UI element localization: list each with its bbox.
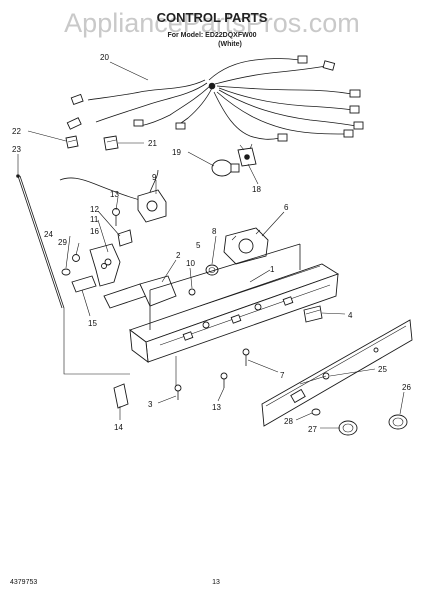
- callout-27: 27: [308, 425, 317, 434]
- callout-13-upper: 13: [110, 190, 119, 199]
- callout-5: 5: [196, 241, 201, 250]
- callout-14: 14: [114, 423, 123, 432]
- callout-7: 7: [280, 371, 285, 380]
- wire-harness-part: [66, 55, 364, 142]
- callout-3: 3: [148, 400, 153, 409]
- screw-part-13-upper: [112, 208, 120, 226]
- screw-part-3: [174, 384, 182, 400]
- callout-24: 24: [44, 230, 53, 239]
- screw-part-7: [242, 348, 250, 366]
- bracket-part-12: [117, 229, 133, 247]
- callout-12: 12: [90, 205, 99, 214]
- callout-15: 15: [88, 319, 97, 328]
- screw-part-10: [188, 288, 196, 296]
- assembly-leader-lines: [63, 308, 327, 386]
- bracket-part-14: [113, 383, 129, 409]
- page-number: 13: [212, 579, 220, 586]
- callout-leaders: [17, 61, 405, 429]
- control-module-part: [223, 227, 269, 265]
- callout-9: 9: [152, 173, 157, 182]
- lamp-socket-part: [237, 143, 257, 167]
- knob-part-26: [388, 414, 408, 430]
- callout-18: 18: [252, 185, 261, 194]
- document-number: 4379753: [10, 579, 37, 586]
- callout-10: 10: [186, 259, 195, 268]
- screw-part-13-lower: [220, 372, 228, 388]
- callout-28: 28: [284, 417, 293, 426]
- thermostat-part: [59, 169, 167, 223]
- callout-4: 4: [348, 311, 353, 320]
- callout-19: 19: [172, 148, 181, 157]
- bracket-part-2: [139, 275, 177, 307]
- light-bulb-part: [211, 159, 240, 177]
- callout-25: 25: [378, 365, 387, 374]
- knob-part-27: [338, 420, 358, 436]
- callout-1: 1: [270, 265, 275, 274]
- rod-part-23: [16, 174, 65, 309]
- washer-part-24: [61, 268, 71, 276]
- callout-20: 20: [100, 53, 109, 62]
- callout-26: 26: [402, 383, 411, 392]
- bracket-part-21: [103, 135, 119, 151]
- model-subtitle: For Model: ED22DQXFW00: [167, 32, 256, 39]
- front-panel-part: [261, 319, 413, 427]
- control-housing-part: [129, 243, 340, 363]
- watermark-text: AppliancePartsPros.com: [64, 8, 360, 38]
- callout-21: 21: [148, 139, 157, 148]
- callout-22: 22: [12, 127, 21, 136]
- callout-13-lower: 13: [212, 403, 221, 412]
- clip-part-4: [303, 305, 323, 323]
- callout-29: 29: [58, 238, 67, 247]
- callout-11: 11: [90, 215, 99, 224]
- bracket-part-1: [103, 283, 147, 309]
- link-part-15: [71, 275, 97, 293]
- shaft-part-29: [72, 254, 80, 262]
- page-title: CONTROL PARTS: [157, 10, 268, 25]
- callout-labels: 20 22 21 23 19 18 9 13 12 11 16 24 29 15…: [12, 53, 411, 434]
- color-subtitle: (White): [218, 41, 242, 48]
- callout-6: 6: [284, 203, 289, 212]
- screw-part-16: [101, 263, 107, 269]
- callout-8: 8: [212, 227, 217, 236]
- callout-16: 16: [90, 227, 99, 236]
- clip-part-22: [65, 135, 79, 149]
- callout-2: 2: [176, 251, 181, 260]
- callout-23: 23: [12, 145, 21, 154]
- washer-part-28: [311, 408, 321, 416]
